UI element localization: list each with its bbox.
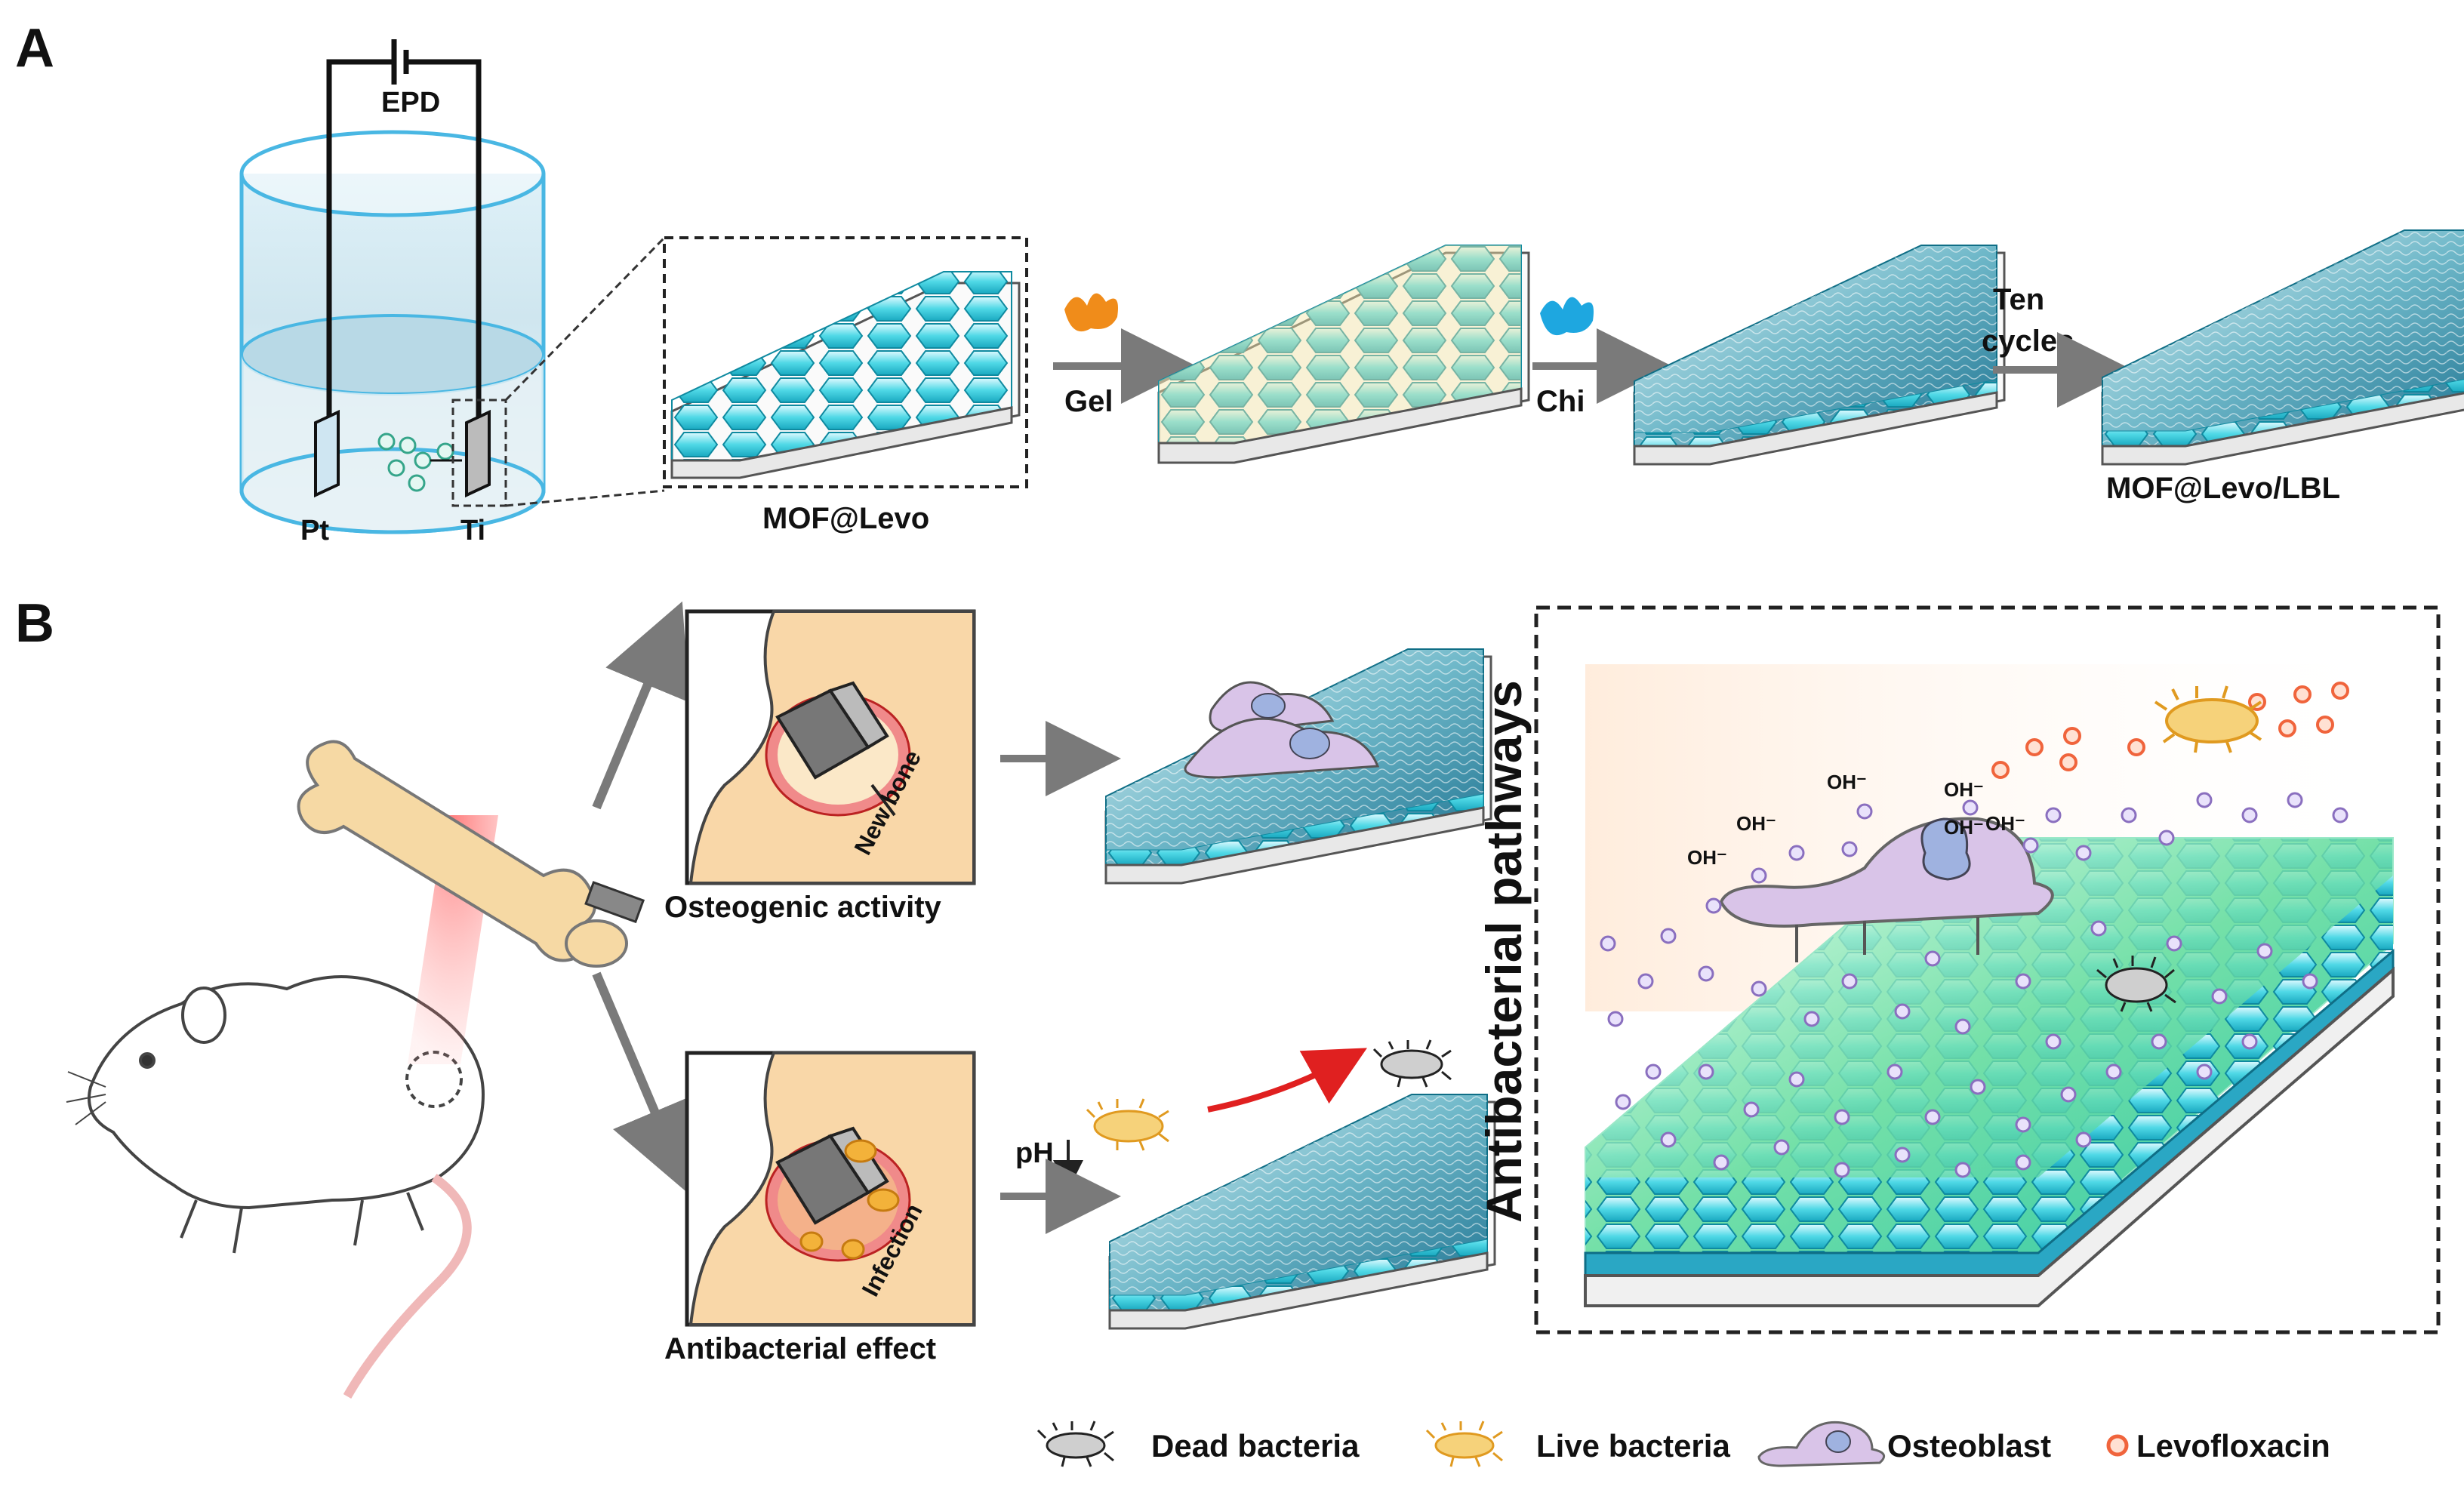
osteoblast-large: [1719, 817, 2054, 962]
zoom-box-large: [663, 236, 1028, 488]
osteogenic-inset: [685, 609, 976, 885]
panel-b-letter: B: [15, 593, 54, 654]
legend: Dead bacteria Live bacteria Osteoblast L…: [1036, 1421, 2330, 1467]
oh-label: OH⁻: [1687, 846, 1727, 869]
osteogenic-caption: Osteogenic activity: [664, 891, 942, 924]
ph-label: pH: [1015, 1137, 1054, 1169]
pt-electrode: [314, 409, 340, 498]
panel-a-letter: A: [15, 18, 54, 78]
chi-icon: [1540, 297, 1594, 336]
legend-osteoblast-label: Osteoblast: [1887, 1428, 2051, 1464]
mof-levo-lbl-caption: MOF@Levo/LBL: [2106, 472, 2340, 505]
zoom-box-small: [451, 399, 507, 507]
legend-dead-bacteria-label: Dead bacteria: [1151, 1428, 1360, 1464]
dead-bacterium-large: [2096, 956, 2176, 1012]
legend-levofloxacin-icon: [2106, 1434, 2129, 1457]
pt-label: Pt: [300, 515, 329, 546]
oh-label: OH⁻: [1736, 812, 1776, 835]
mof-particles: [377, 432, 454, 492]
antibacterial-inset: [685, 1051, 976, 1327]
pathways-title: Antibacterial pathways: [1476, 680, 1532, 1223]
ten-label: Ten: [1993, 283, 2044, 316]
rat-illustration: [66, 975, 485, 1399]
oh-label: OH⁻: [1944, 816, 1984, 839]
legend-live-bacteria-label: Live bacteria: [1536, 1428, 1730, 1464]
oh-label: OH⁻: [1827, 771, 1867, 793]
plate-after-chi: [1633, 245, 2006, 466]
implant-rod: [584, 881, 645, 924]
oh-label: OH⁻: [1985, 812, 2025, 835]
levofloxacin-molecules: [1991, 682, 2349, 779]
arrow-to-osteogenic: [592, 601, 690, 810]
legend-live-bacteria-icon: [1425, 1421, 1503, 1467]
chi-label: Chi: [1536, 385, 1585, 418]
plate-mof-levo-lbl: [2101, 229, 2464, 466]
pathways-box: [1534, 605, 2441, 1334]
cycles-label: cycles: [1982, 325, 2074, 358]
epd-label: EPD: [381, 87, 440, 119]
kill-arrow: [1207, 1048, 1367, 1113]
arrow-to-antibacterial: [592, 971, 697, 1196]
oh-labels: OH⁻ OH⁻ OH⁻ OH⁻ OH⁻ OH⁻: [1687, 771, 2025, 869]
dead-bacterium-plate: [1372, 1039, 1452, 1088]
gel-icon: [1064, 293, 1118, 332]
legend-dead-bacteria-icon: [1036, 1421, 1114, 1467]
ti-label: Ti: [460, 515, 485, 546]
ti-electrode: [465, 409, 491, 498]
oh-label: OH⁻: [1944, 778, 1984, 801]
epd-circuit: [326, 39, 482, 423]
mof-levo-caption: MOF@Levo: [762, 502, 929, 535]
live-bacterium-plate: [1086, 1098, 1169, 1151]
antibacterial-caption: Antibacterial effect: [664, 1332, 936, 1365]
legend-levofloxacin-label: Levofloxacin: [2136, 1428, 2330, 1464]
plate-after-gel: [1157, 245, 1530, 464]
gel-label: Gel: [1064, 385, 1113, 418]
plate-mof-levo: [670, 271, 1021, 479]
legend-osteoblast-icon: [1757, 1421, 1886, 1467]
plate-with-osteoblasts: [1104, 648, 1492, 885]
bone-illustration: [297, 740, 628, 968]
live-bacterium-large: [2154, 685, 2262, 753]
plate-antibacterial: [1108, 1094, 1496, 1330]
